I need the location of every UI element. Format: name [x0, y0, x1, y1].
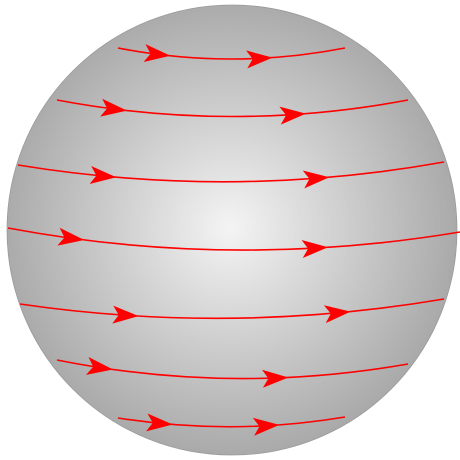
sphere: [7, 5, 457, 455]
